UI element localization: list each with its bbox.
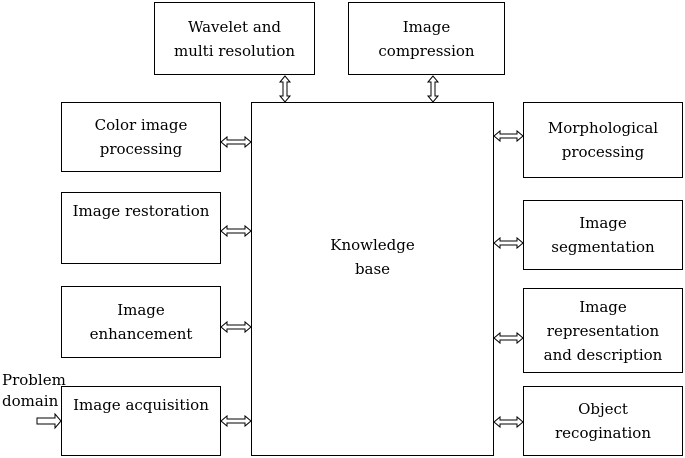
- box-label-line: Image restoration: [72, 202, 210, 220]
- double-arrow-right-segmentation: [493, 236, 524, 250]
- box-label-line: Wavelet and: [187, 17, 282, 36]
- double-arrow-right-morphological: [493, 129, 524, 143]
- box-wavelet-multiresolution: Wavelet and multi resolution: [154, 2, 315, 75]
- double-arrow-vertical-wavelet: [278, 75, 292, 103]
- box-label-line: Image: [579, 214, 627, 232]
- box-label-line: compression: [378, 41, 475, 60]
- double-arrow-left-enhancement: [220, 320, 252, 334]
- box-image-acquisition: Image acquisition: [61, 386, 221, 456]
- problem-domain-line: Problem: [2, 371, 66, 389]
- double-arrow-vertical-compression: [426, 75, 440, 103]
- box-morphological-processing: Morphological processing: [523, 102, 683, 178]
- box-label-line: Color image: [94, 116, 188, 134]
- box-image-segmentation: Image segmentation: [523, 200, 683, 270]
- box-image-representation: Image representation and description: [523, 288, 683, 373]
- box-label-line: Image: [402, 17, 451, 36]
- box-label-line: multi resolution: [173, 41, 296, 60]
- problem-domain-line: domain: [2, 392, 59, 410]
- knowledge-base-line: Knowledge: [330, 236, 415, 254]
- box-label-line: enhancement: [89, 325, 193, 343]
- knowledge-base-box: Knowledge base: [251, 102, 494, 456]
- box-label-line: representation: [546, 321, 660, 340]
- double-arrow-right-recognition: [493, 415, 524, 429]
- box-label-line: processing: [99, 140, 183, 158]
- box-image-restoration: Image restoration: [61, 192, 221, 264]
- box-label-line: and description: [543, 345, 663, 364]
- double-arrow-right-representation: [493, 331, 524, 345]
- input-arrow: [36, 412, 62, 430]
- box-color-image-processing: Color image processing: [61, 102, 221, 172]
- box-label-line: processing: [561, 143, 645, 161]
- double-arrow-left-color: [220, 135, 252, 149]
- knowledge-base-label: Knowledge base: [252, 233, 493, 281]
- problem-domain-label: Problem domain: [2, 370, 66, 412]
- double-arrow-left-restoration: [220, 224, 252, 238]
- box-label-line: Image: [579, 297, 627, 316]
- double-arrow-left-acquisition: [220, 414, 252, 428]
- box-label-line: Image: [117, 301, 165, 319]
- box-label-line: recogination: [555, 424, 651, 442]
- box-label-line: Morphological: [547, 119, 659, 137]
- box-label-line: segmentation: [551, 238, 655, 256]
- box-image-enhancement: Image enhancement: [61, 286, 221, 358]
- box-image-compression: Image compression: [348, 2, 505, 75]
- box-label-line: Image acquisition: [73, 396, 209, 414]
- box-label-line: Object: [578, 400, 628, 418]
- box-object-recognition: Object recogination: [523, 386, 683, 456]
- knowledge-base-line: base: [354, 260, 391, 278]
